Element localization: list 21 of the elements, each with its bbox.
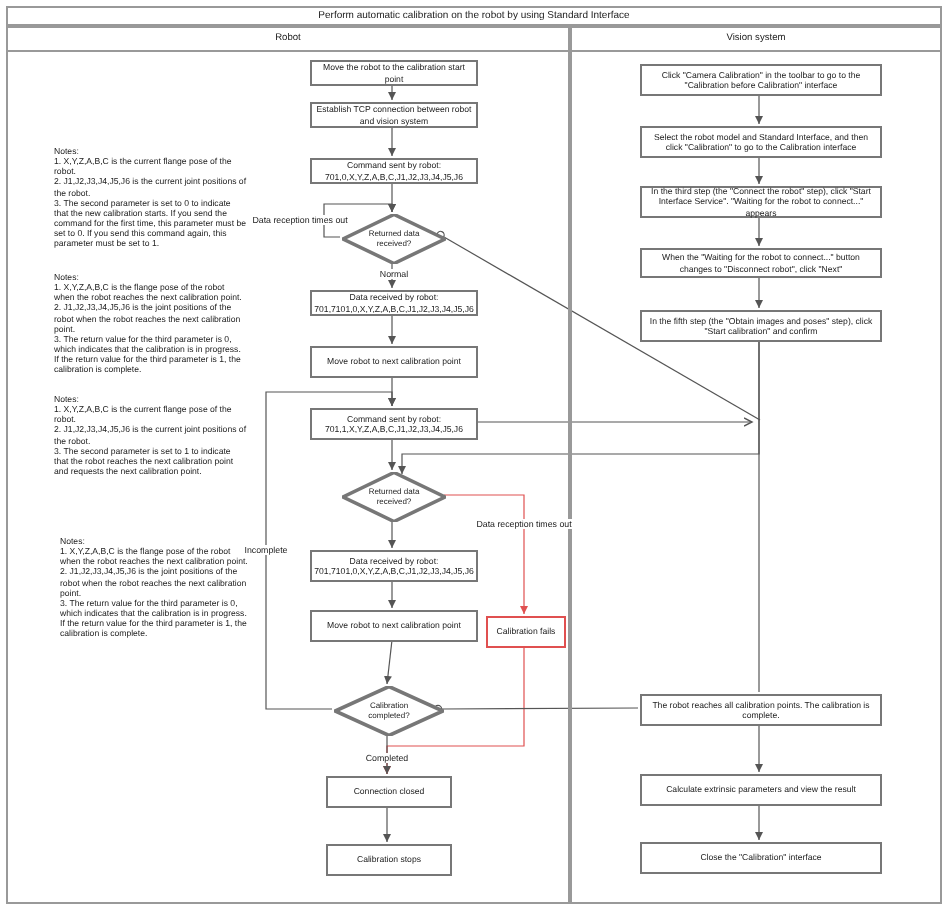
connector-arrow [383, 639, 393, 685]
connector-arrow [388, 579, 396, 609]
connector-arrow [443, 494, 528, 615]
connector-arrow [388, 125, 396, 157]
connector-arrow [388, 83, 396, 101]
connector-arrow [323, 203, 396, 238]
connector-arrow [388, 313, 396, 345]
connector-arrow [398, 339, 760, 475]
connector-arrow [388, 519, 396, 549]
connector-arrow [383, 805, 391, 843]
connector-arrow [265, 391, 396, 710]
connector-arrow [755, 723, 763, 773]
connector-arrow [755, 155, 763, 185]
connector-arrow [755, 93, 763, 125]
swimlane [6, 26, 570, 904]
connector-arrow [755, 275, 763, 309]
connector-arrow [755, 215, 763, 247]
connector-arrow [755, 803, 763, 841]
connector-arrow [388, 437, 396, 471]
swimlane [570, 26, 942, 904]
connector-arrow [475, 417, 753, 427]
